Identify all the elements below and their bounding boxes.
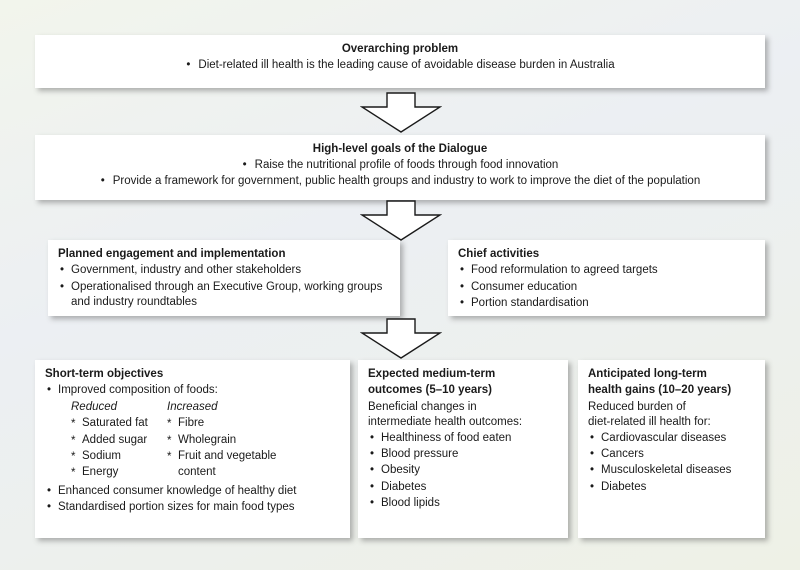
arrow-overarching-to-goals bbox=[360, 92, 442, 134]
long-term-bullets: Cardiovascular diseases Cancers Musculos… bbox=[588, 431, 755, 496]
bullet-item: Improved composition of foods: bbox=[45, 383, 340, 399]
overarching-problem-title: Overarching problem bbox=[341, 43, 459, 55]
chief-activities-title: Chief activities bbox=[458, 248, 540, 260]
long-term-title-line-2: health gains (10–20 years) bbox=[588, 384, 732, 397]
bullet-item: Provide a framework for government, publ… bbox=[100, 174, 700, 190]
short-term-bullet-list-bottom: Enhanced consumer knowledge of healthy d… bbox=[45, 484, 340, 516]
medium-term-bullets: Healthiness of food eaten Blood pressure… bbox=[368, 431, 558, 512]
bullet-item: Cancers bbox=[588, 447, 755, 463]
long-term-lead-line-2: diet-related ill health for: bbox=[588, 416, 711, 429]
box-planned-engagement: Planned engagement and implementation Go… bbox=[48, 240, 400, 316]
bullet-item: Portion standardisation bbox=[458, 296, 755, 312]
bullet-item: Government, industry and other stakehold… bbox=[58, 263, 390, 279]
high-level-goals-title: High-level goals of the Dialogue bbox=[312, 143, 488, 155]
bullet-item: Diabetes bbox=[368, 480, 558, 496]
box-chief-activities: Chief activities Food reformulation to a… bbox=[448, 240, 765, 316]
arrow-middle-to-outcomes bbox=[360, 318, 442, 360]
box-medium-term-outcomes: Expected medium-term outcomes (5–10 year… bbox=[358, 360, 568, 538]
bullet-item: Standardised portion sizes for main food… bbox=[45, 500, 340, 516]
column-reduced-header: Reduced bbox=[71, 400, 118, 413]
medium-term-title-line-2: outcomes (5–10 years) bbox=[368, 384, 493, 397]
bullet-item: Obesity bbox=[368, 463, 558, 479]
arrow-goals-to-middle bbox=[360, 200, 442, 242]
bullet-item: Raise the nutritional profile of foods t… bbox=[242, 158, 559, 174]
star-item: Fibre bbox=[167, 416, 317, 433]
bullet-item: Operationalised through an Executive Gro… bbox=[58, 280, 390, 311]
medium-term-title-line-1: Expected medium-term bbox=[368, 368, 496, 380]
planned-engagement-bullets: Government, industry and other stakehold… bbox=[58, 263, 390, 310]
bullet-item: Enhanced consumer knowledge of healthy d… bbox=[45, 484, 340, 500]
star-item-continuation: content bbox=[178, 466, 216, 479]
bullet-item: Healthiness of food eaten bbox=[368, 431, 558, 447]
box-long-term-health-gains: Anticipated long-term health gains (10–2… bbox=[578, 360, 765, 538]
short-term-bullet-list-top: Improved composition of foods: bbox=[45, 383, 340, 399]
long-term-title-line-1: Anticipated long-term bbox=[588, 368, 707, 380]
short-term-objectives-title: Short-term objectives bbox=[45, 368, 164, 380]
bullet-item: Diet-related ill health is the leading c… bbox=[185, 58, 614, 74]
high-level-goals-bullets: Raise the nutritional profile of foods t… bbox=[45, 158, 755, 189]
box-short-term-objectives: Short-term objectives Improved compositi… bbox=[35, 360, 350, 538]
chief-activities-bullets: Food reformulation to agreed targets Con… bbox=[458, 263, 755, 312]
star-item: Energy bbox=[71, 465, 167, 482]
bullet-item: Cardiovascular diseases bbox=[588, 431, 755, 447]
short-term-two-column-table: Reduced Saturated fat Added sugar Sodium… bbox=[45, 400, 340, 482]
column-reduced: Reduced Saturated fat Added sugar Sodium… bbox=[71, 400, 167, 482]
box-high-level-goals: High-level goals of the Dialogue Raise t… bbox=[35, 135, 765, 200]
bullet-item: Diabetes bbox=[588, 480, 755, 496]
star-item: Wholegrain bbox=[167, 433, 317, 450]
bullet-item: Blood lipids bbox=[368, 496, 558, 512]
medium-term-lead-line-1: Beneficial changes in bbox=[368, 400, 477, 413]
overarching-problem-bullets: Diet-related ill health is the leading c… bbox=[45, 58, 755, 74]
bullet-item: Blood pressure bbox=[368, 447, 558, 463]
star-item: Added sugar bbox=[71, 433, 167, 450]
medium-term-lead-line-2: intermediate health outcomes: bbox=[368, 416, 523, 429]
star-item: Sodium bbox=[71, 449, 167, 466]
bullet-item: Musculoskeletal diseases bbox=[588, 463, 755, 479]
star-item: Saturated fat bbox=[71, 416, 167, 433]
bullet-item: Consumer education bbox=[458, 280, 755, 296]
long-term-lead-line-1: Reduced burden of bbox=[588, 400, 686, 413]
column-increased: Increased Fibre Wholegrain Fruit and veg… bbox=[167, 400, 317, 482]
column-increased-header: Increased bbox=[167, 400, 218, 413]
box-overarching-problem: Overarching problem Diet-related ill hea… bbox=[35, 35, 765, 88]
bullet-item: Food reformulation to agreed targets bbox=[458, 263, 755, 279]
star-item: Fruit and vegetable bbox=[167, 449, 317, 466]
planned-engagement-title: Planned engagement and implementation bbox=[58, 248, 286, 260]
